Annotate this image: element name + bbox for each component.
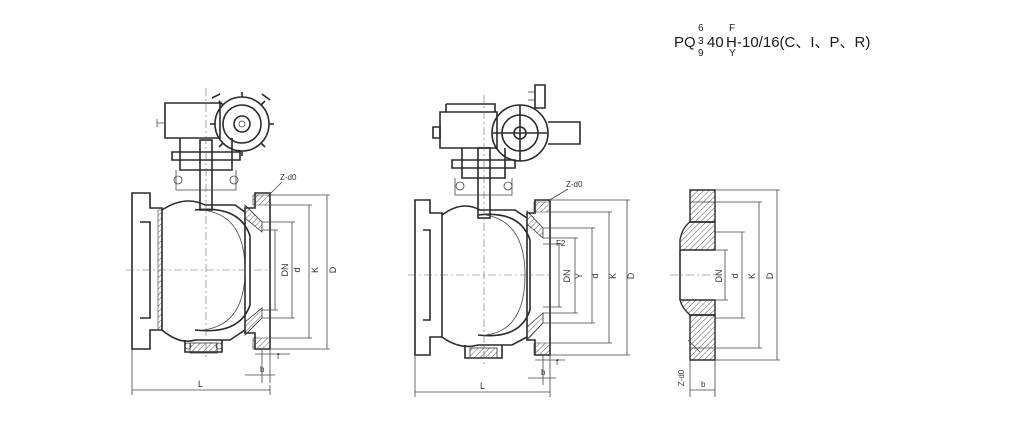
right-dim-d: d [730,273,740,278]
title-prefix: PQ [674,34,696,51]
right-dim-D: D [765,272,775,279]
middle-l-label: L [480,381,485,391]
left-valve-view: Z-d0 DN d K D f b L [126,88,338,395]
left-dimensions: Z-d0 DN d K D f b L [131,173,338,395]
middle-stem-bracket [451,147,516,219]
middle-f-label: f [556,358,559,367]
left-valve-body [126,88,271,360]
left-dim-k: K [310,267,320,273]
middle-z-label: Z-d0 [566,180,583,189]
middle-dimensions: Z-d0 F2 DN Y d K D f b L [414,180,636,397]
right-flange-view: DN d K D Z-d0 b [670,189,780,397]
middle-b-label: b [541,368,546,377]
left-z-label: Z-d0 [280,173,297,182]
title-h-top: F [729,23,736,34]
title-stack-mid: 3 [698,36,704,47]
title-h-bot: Y [729,48,736,59]
title-mid: 40 [707,34,724,51]
title-h: H [726,34,737,51]
left-dim-dn: DN [280,264,290,277]
title-stack-bot: 9 [698,48,704,59]
right-z-label: Z-d0 [677,369,686,386]
middle-dim-D: D [626,272,636,279]
middle-f2-label: F2 [556,239,566,248]
middle-valve-body [408,95,552,365]
middle-gearbox [432,84,581,162]
left-dim-d: d [292,267,302,272]
right-dimensions: DN d K D Z-d0 b [677,189,780,397]
middle-dim-k: K [608,273,618,279]
title-suffix: -10/16(C、I、P、R) [737,34,871,51]
right-dim-k: K [747,273,757,279]
right-dim-dn: DN [714,270,724,283]
right-b-label: b [701,380,706,389]
left-dim-D: D [328,266,338,273]
left-b-label: b [260,365,265,374]
middle-valve-view: Z-d0 F2 DN Y d K D f b L [408,84,636,397]
right-flange-section [670,189,722,361]
middle-dim-dn: DN [562,270,572,283]
left-gearbox [156,92,274,156]
title-stack-top: 6 [698,23,704,34]
middle-dim-y: Y [574,273,584,279]
left-l-label: L [198,379,203,389]
model-designation: PQ 6 3 9 40 H F Y -10/16(C、I、P、R) [672,4,932,64]
middle-dim-d: d [590,273,600,278]
left-f-label: f [277,352,280,361]
